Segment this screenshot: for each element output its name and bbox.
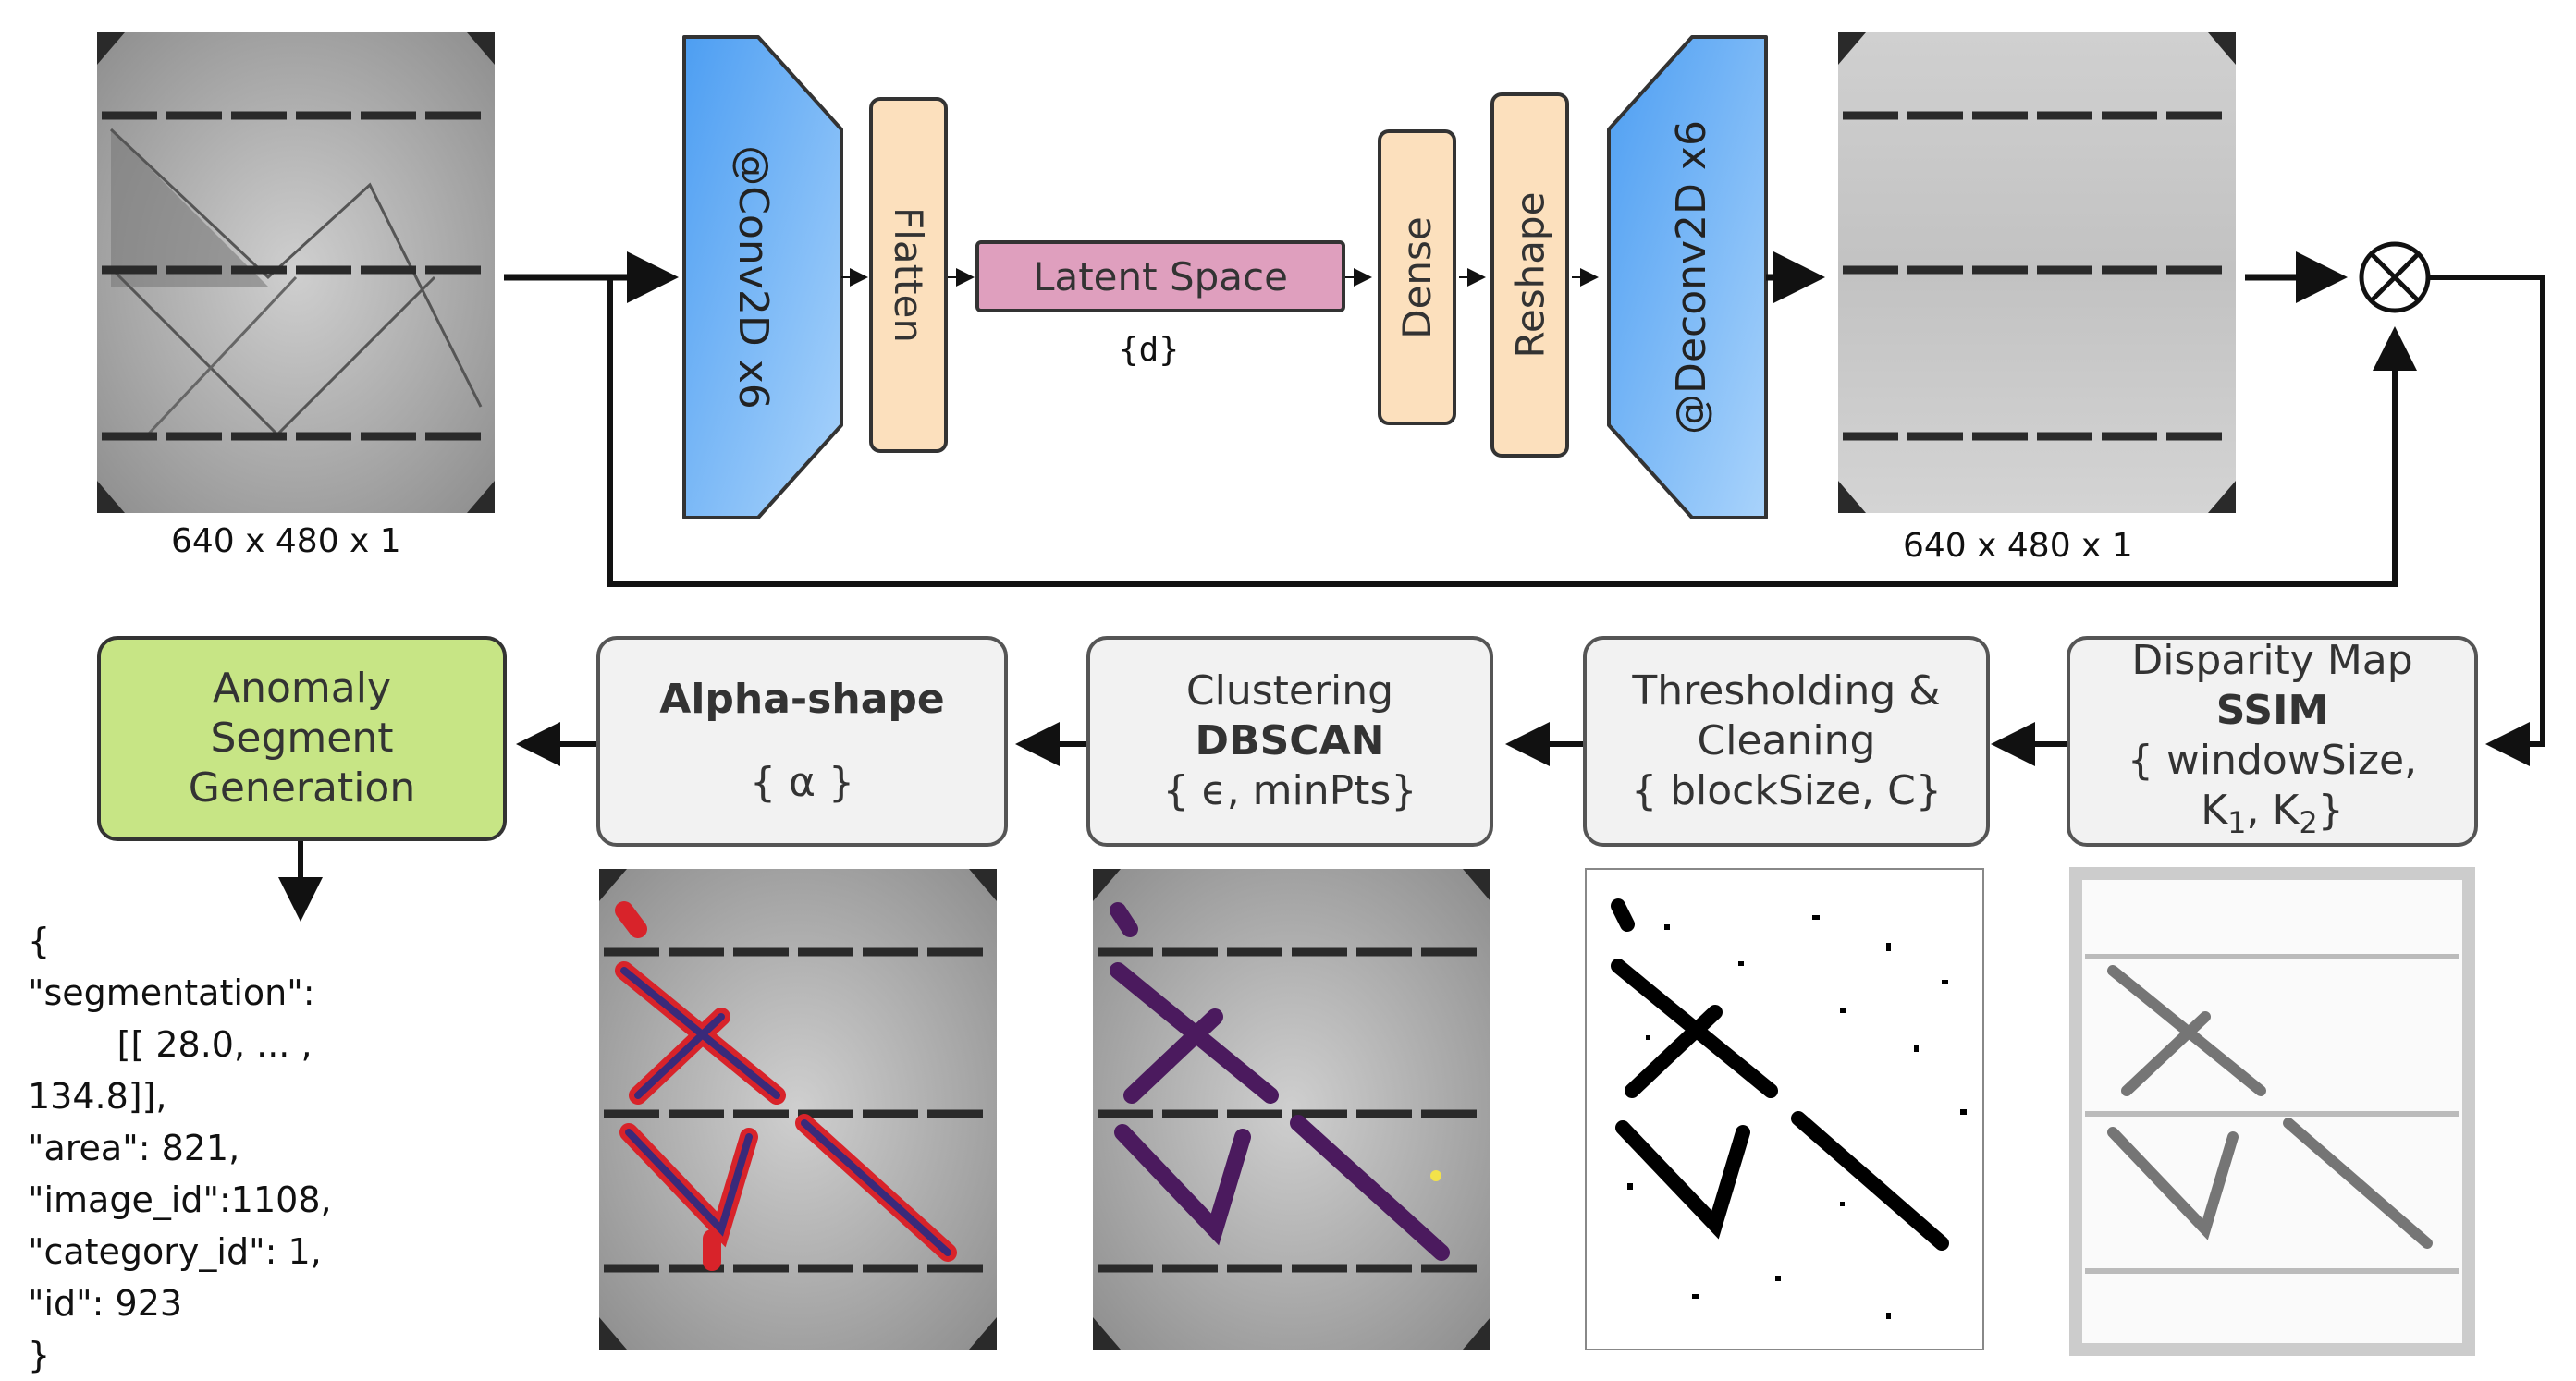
ssim-line3: { windowSize,: [2127, 736, 2418, 784]
alpha-shape-step-box: Alpha-shape { α }: [596, 636, 1008, 847]
conv2d-encoder-block: @Conv2D x6: [682, 35, 843, 519]
json-line: "image_id":1108,: [28, 1179, 332, 1220]
dense-block: Dense: [1378, 129, 1456, 425]
json-line: 134.8]],: [28, 1076, 167, 1117]
threshold-result-image: [1585, 868, 1984, 1350]
reshape-label: Reshape: [1507, 191, 1552, 359]
json-line: "area": 821,: [28, 1128, 240, 1168]
input-size-label: 640 x 480 x 1: [171, 522, 401, 560]
json-line: "segmentation":: [28, 972, 315, 1013]
json-output-block: { "segmentation": [[ 28.0, ... , 134.8]]…: [28, 915, 332, 1381]
json-line: "category_id": 1,: [28, 1231, 322, 1272]
flatten-label: Flatten: [886, 207, 931, 343]
latent-space-label: Latent Space: [1033, 253, 1288, 299]
deconv2d-label: @Deconv2D x6: [1668, 120, 1715, 434]
anomaly-segment-generation-box: Anomaly Segment Generation: [97, 636, 507, 841]
threshold-line1: Thresholding &: [1632, 667, 1941, 715]
ssim-step-box: Disparity Map SSIM { windowSize, K1, K2}: [2067, 636, 2478, 847]
dbscan-line2: DBSCAN: [1195, 717, 1385, 764]
output-size-label: 640 x 480 x 1: [1903, 527, 2133, 565]
ssim-line4: K1, K2}: [2201, 786, 2344, 840]
dense-label: Dense: [1394, 215, 1440, 339]
output-line3: Generation: [188, 764, 416, 812]
latent-space-block: Latent Space: [975, 240, 1345, 312]
input-cell-image: [97, 32, 495, 513]
dbscan-line1: Clustering: [1185, 667, 1394, 715]
reshape-block: Reshape: [1490, 92, 1569, 458]
threshold-line2: Cleaning: [1697, 717, 1876, 764]
alpha-line1: Alpha-shape: [659, 676, 945, 723]
json-line: {: [28, 921, 51, 961]
skip-connection-line: [607, 277, 2417, 587]
dbscan-result-image: [1093, 869, 1490, 1350]
flatten-block: Flatten: [869, 97, 948, 453]
deconv2d-decoder-block: @Deconv2D x6: [1607, 35, 1768, 519]
threshold-step-box: Thresholding & Cleaning { blockSize, C}: [1583, 636, 1990, 847]
threshold-line3: { blockSize, C}: [1631, 767, 1942, 814]
json-line: "id": 923: [28, 1283, 183, 1324]
ssim-line2: SSIM: [2215, 686, 2329, 734]
dbscan-line3: { ϵ, minPts}: [1162, 767, 1417, 814]
alpha-shape-result-image: [599, 869, 997, 1350]
json-line: [[ 28.0, ... ,: [28, 1024, 313, 1065]
output-line1: Anomaly: [213, 665, 391, 712]
multiply-operator-icon: [2359, 241, 2431, 313]
arrow-multiply-to-ssim: [2428, 275, 2545, 766]
latent-dimension-label: {d}: [1119, 331, 1180, 369]
ssim-disparity-map-image: [2069, 867, 2475, 1356]
ssim-line1: Disparity Map: [2131, 636, 2413, 684]
reconstructed-cell-image: [1838, 32, 2236, 513]
output-line2: Segment: [210, 715, 394, 762]
dbscan-step-box: Clustering DBSCAN { ϵ, minPts}: [1086, 636, 1493, 847]
conv2d-label: @Conv2D x6: [730, 145, 777, 409]
alpha-line2: { α }: [750, 759, 854, 806]
json-line: }: [28, 1335, 51, 1375]
